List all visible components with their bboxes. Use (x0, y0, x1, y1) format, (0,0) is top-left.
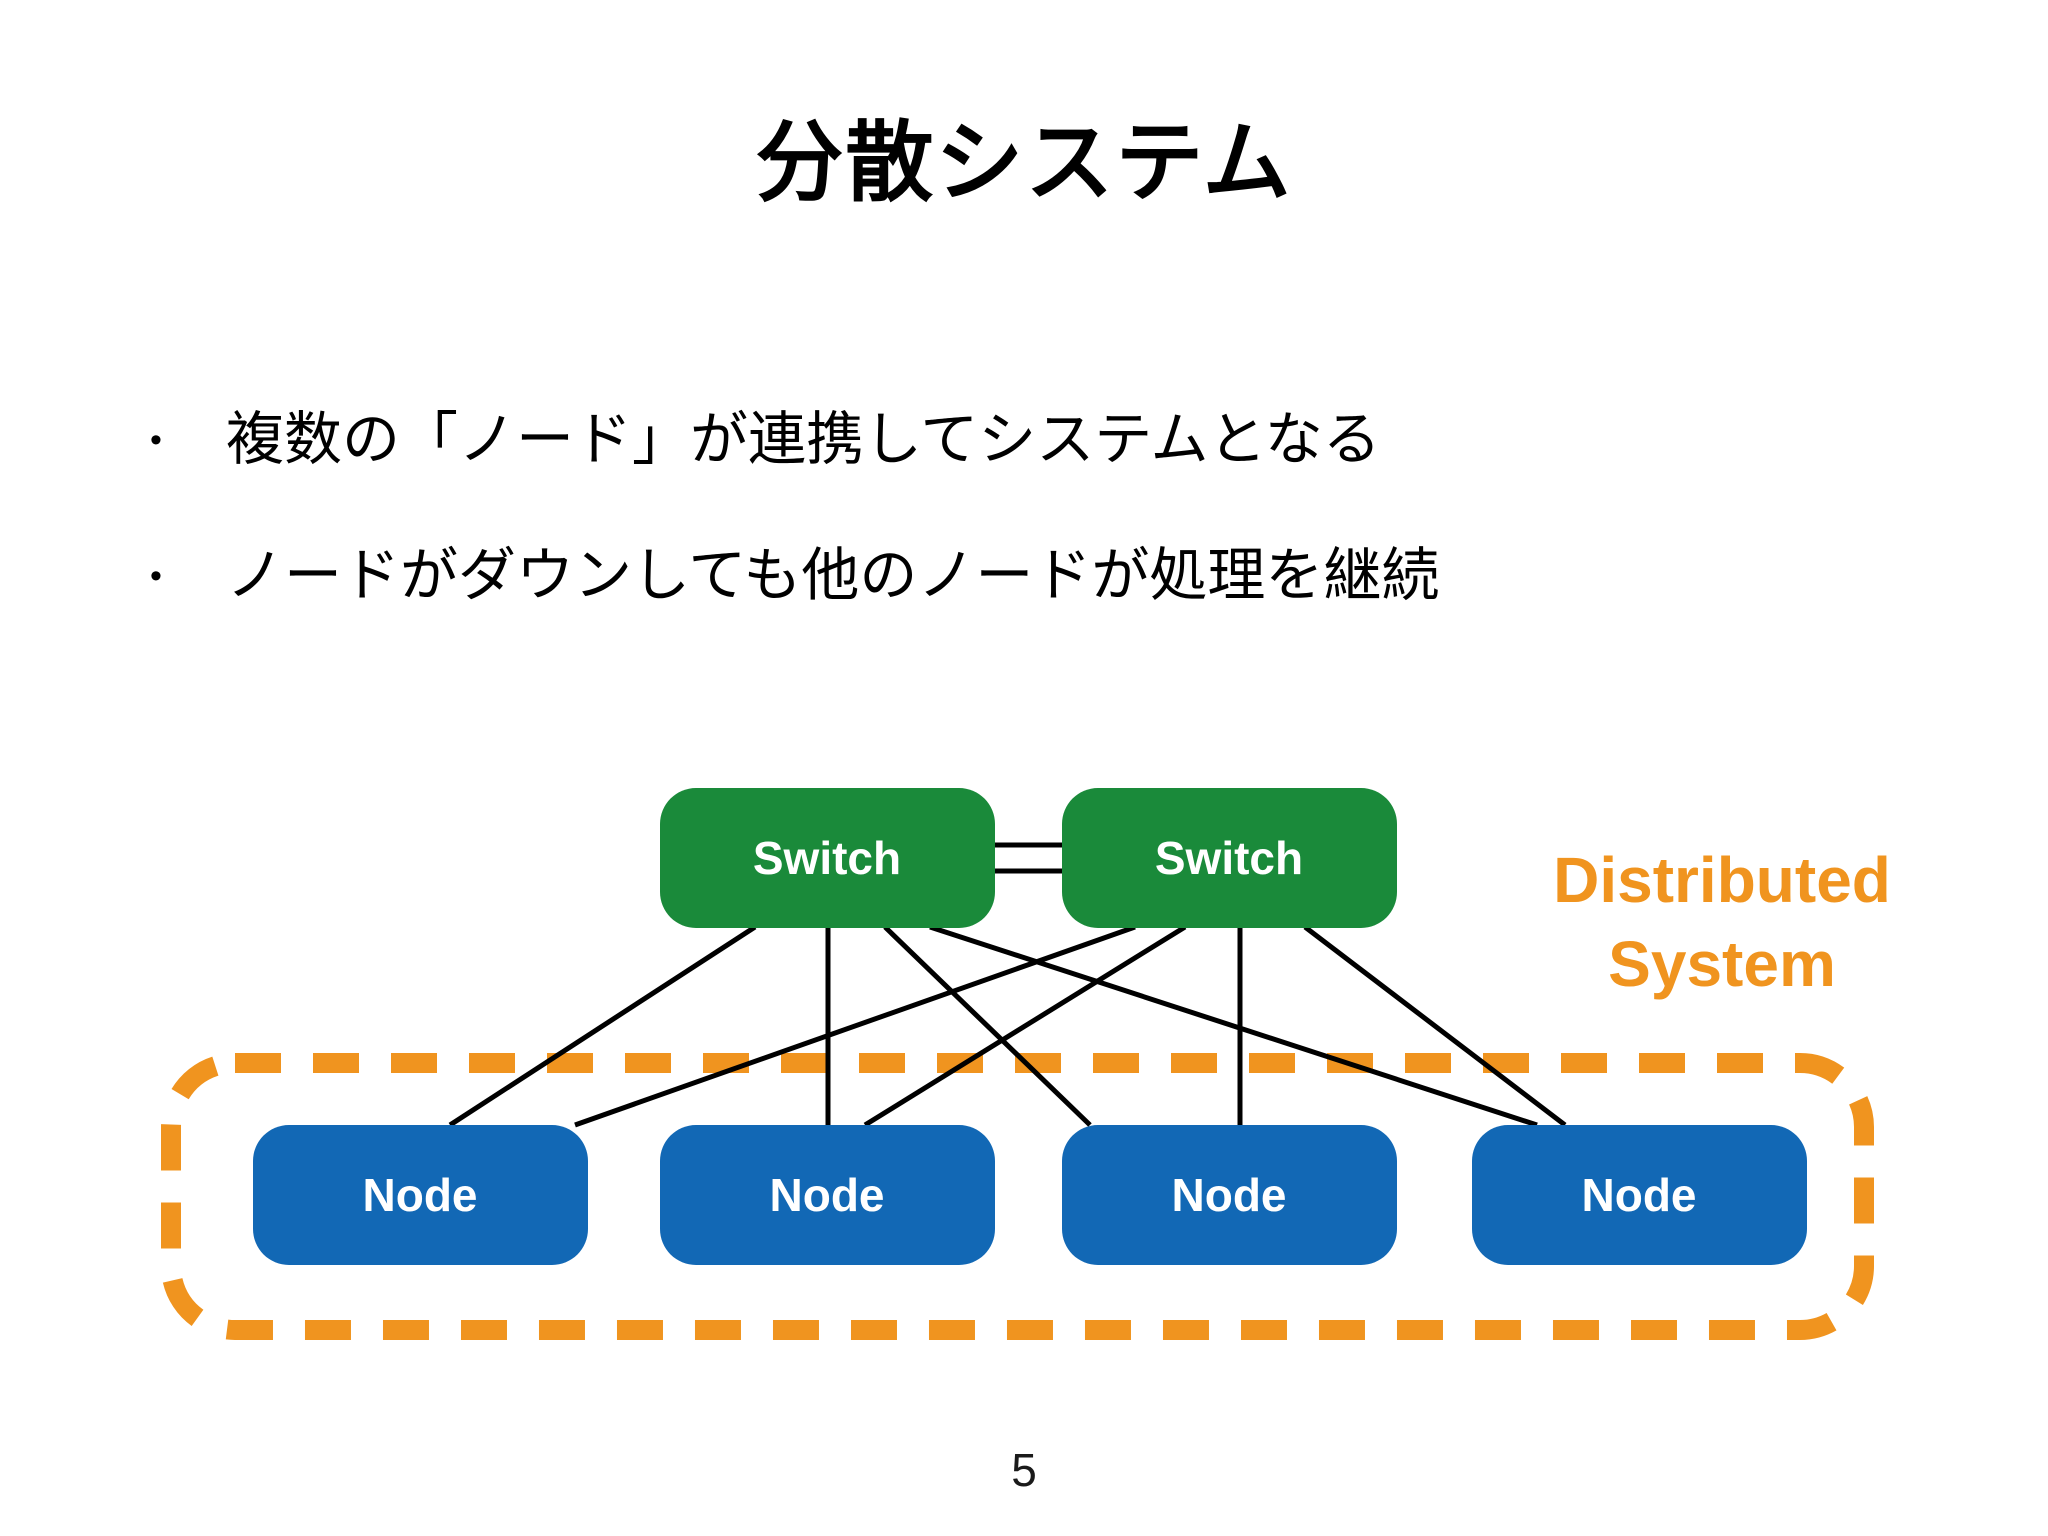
link-switch2-node4 (1303, 925, 1567, 1127)
distributed-system-label-line1: Distributed (1553, 844, 1891, 916)
node-box-1 (253, 1125, 588, 1265)
link-switch1-node1 (448, 924, 757, 1128)
bullet-marker-icon: • (150, 557, 162, 595)
bullet-marker-icon: • (150, 421, 162, 459)
switch-label-2: Switch (1155, 832, 1303, 884)
node-label-2: Node (770, 1169, 885, 1221)
slide-title: 分散システム (755, 113, 1293, 212)
node-box-2 (660, 1125, 995, 1265)
link-switch1-node4 (929, 924, 1538, 1128)
distributed-system-boundary (161, 1053, 1874, 1340)
page-number: 5 (1011, 1444, 1037, 1496)
bullet-item: • ノードがダウンしても他のノードが処理を継続 (150, 536, 1439, 616)
node-label-1: Node (363, 1169, 478, 1221)
link-switch2-node1 (574, 924, 1136, 1128)
node-label-4: Node (1582, 1169, 1697, 1221)
switch-label-1: Switch (753, 832, 901, 884)
node-box-4 (1472, 1125, 1807, 1265)
bullet-item: • 複数の「ノード」が連携してシステムとなる (150, 400, 1439, 480)
network-diagram: Switch Switch Node Node Node Node Distri… (161, 788, 1891, 1340)
bullet-text: ノードがダウンしても他のノードが処理を継続 (226, 543, 1440, 608)
distributed-system-label-line2: System (1608, 928, 1836, 1000)
node-box-3 (1062, 1125, 1397, 1265)
bullet-list: • 複数の「ノード」が連携してシステムとなる • ノードがダウンしても他のノード… (150, 400, 1439, 672)
bullet-text: 複数の「ノード」が連携してシステムとなる (226, 407, 1381, 472)
switch-box-2 (1062, 788, 1397, 928)
link-switch1-node3 (883, 925, 1092, 1127)
switch-box-1 (660, 788, 995, 928)
link-switch2-node2 (863, 924, 1187, 1128)
node-label-3: Node (1172, 1169, 1287, 1221)
